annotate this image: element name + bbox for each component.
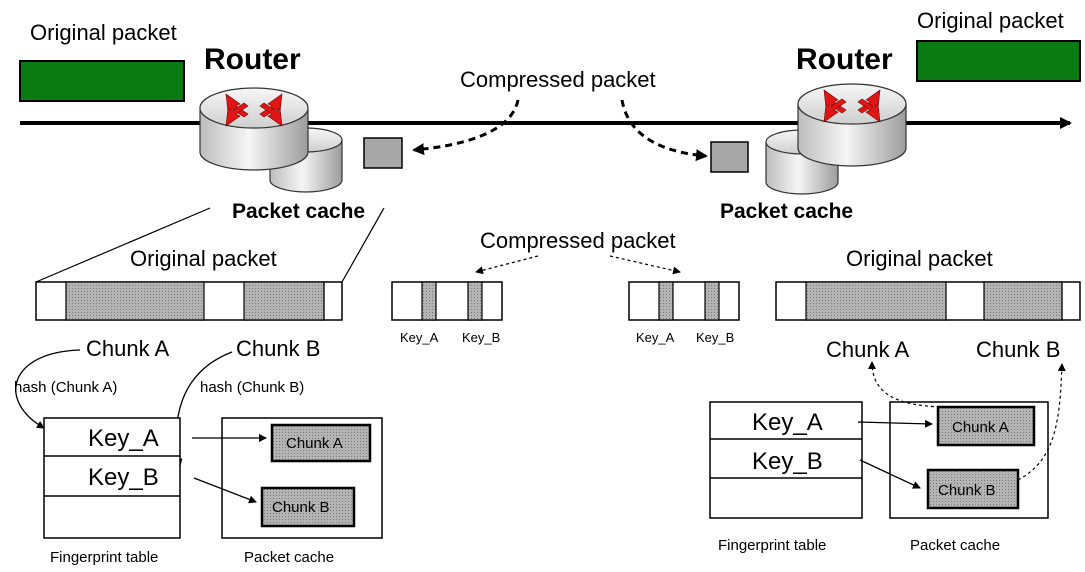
- key-a-label-mid-left: Key_A: [400, 330, 439, 345]
- original-packet-label-left: Original packet: [30, 20, 177, 45]
- key-b-to-chunk-b-arrow-left: [193, 477, 257, 504]
- hash-chunk-a-label: hash (Chunk A): [14, 379, 117, 396]
- router-left: [199, 87, 343, 193]
- key-b-to-chunk-b-arrow-right: [859, 459, 921, 489]
- cache-chunk-a-label-right: Chunk A: [952, 419, 1009, 436]
- original-packet-block-left: [19, 60, 185, 102]
- table-key-b-right: Key_B: [752, 448, 823, 475]
- router-arrows-icon: [823, 89, 881, 123]
- key-a-label-mid-right: Key_A: [636, 330, 675, 345]
- original-packet-label-right: Original packet: [917, 8, 1064, 33]
- packet-cache-caption-left: Packet cache: [244, 549, 334, 566]
- router-label-left: Router: [204, 43, 301, 76]
- compressed-packet-pointer-mid-right: [609, 255, 681, 275]
- compressed-packet-block-right: [710, 141, 749, 173]
- fingerprint-table-right: [709, 401, 863, 519]
- original-packet-bar-right: [775, 281, 1081, 321]
- compressed-packet-label-mid: Compressed packet: [480, 228, 676, 253]
- router-label-right: Router: [796, 43, 893, 76]
- chunk-b-label-left: Chunk B: [236, 336, 320, 361]
- chunk-a-label-right: Chunk A: [826, 337, 909, 362]
- cache-chunk-b-box-right: [926, 468, 1020, 510]
- packet-cache-caption-right: Packet cache: [910, 537, 1000, 554]
- cache-chunk-a-box-left: [270, 423, 372, 463]
- cache-chunk-b-label-left: Chunk B: [272, 499, 330, 516]
- fingerprint-table-caption-left: Fingerprint table: [50, 549, 158, 566]
- restore-arrow-chunk-b: [1017, 363, 1066, 481]
- chunk-b-label-right: Chunk B: [976, 337, 1060, 362]
- fingerprint-table-left: [43, 417, 181, 539]
- key-b-label-mid-left: Key_B: [462, 330, 500, 345]
- cache-chunk-b-label-right: Chunk B: [938, 482, 996, 499]
- compressed-packet-label-top: Compressed packet: [460, 67, 656, 92]
- hash-arrow-a: [15, 349, 81, 429]
- zoom-line-left-a: [35, 207, 211, 283]
- original-packet-label-mid-left: Original packet: [130, 246, 277, 271]
- restore-arrow-chunk-a: [868, 361, 941, 408]
- compressed-packet-bar-left: [391, 281, 503, 321]
- compressed-packet-pointer-left: [412, 99, 520, 156]
- table-key-a-right: Key_A: [752, 409, 823, 436]
- compressed-packet-bar-right: [628, 281, 740, 321]
- original-packet-bar-left: [35, 281, 343, 321]
- key-b-label-mid-right: Key_B: [696, 330, 734, 345]
- router-right: [765, 83, 907, 195]
- original-packet-block-right: [916, 40, 1081, 82]
- router-arrows-icon: [225, 93, 283, 127]
- cache-chunk-b-box-left: [260, 486, 356, 528]
- zoom-line-left-b: [341, 207, 385, 283]
- hash-chunk-b-label: hash (Chunk B): [200, 379, 304, 396]
- packet-cache-label-left: Packet cache: [232, 200, 365, 223]
- original-packet-label-mid-right: Original packet: [846, 246, 993, 271]
- compressed-packet-block-left: [363, 137, 403, 169]
- key-a-to-chunk-a-arrow-right: [857, 419, 933, 428]
- table-key-a-left: Key_A: [88, 425, 159, 452]
- cache-chunk-a-label-left: Chunk A: [286, 435, 343, 452]
- table-key-b-left: Key_B: [88, 464, 159, 491]
- compressed-packet-pointer-right: [620, 99, 708, 162]
- packet-cache-label-right: Packet cache: [720, 200, 853, 223]
- chunk-a-label-left: Chunk A: [86, 336, 169, 361]
- cache-chunk-a-box-right: [936, 405, 1036, 447]
- fingerprint-table-caption-right: Fingerprint table: [718, 537, 826, 554]
- compressed-packet-pointer-mid-left: [475, 255, 539, 275]
